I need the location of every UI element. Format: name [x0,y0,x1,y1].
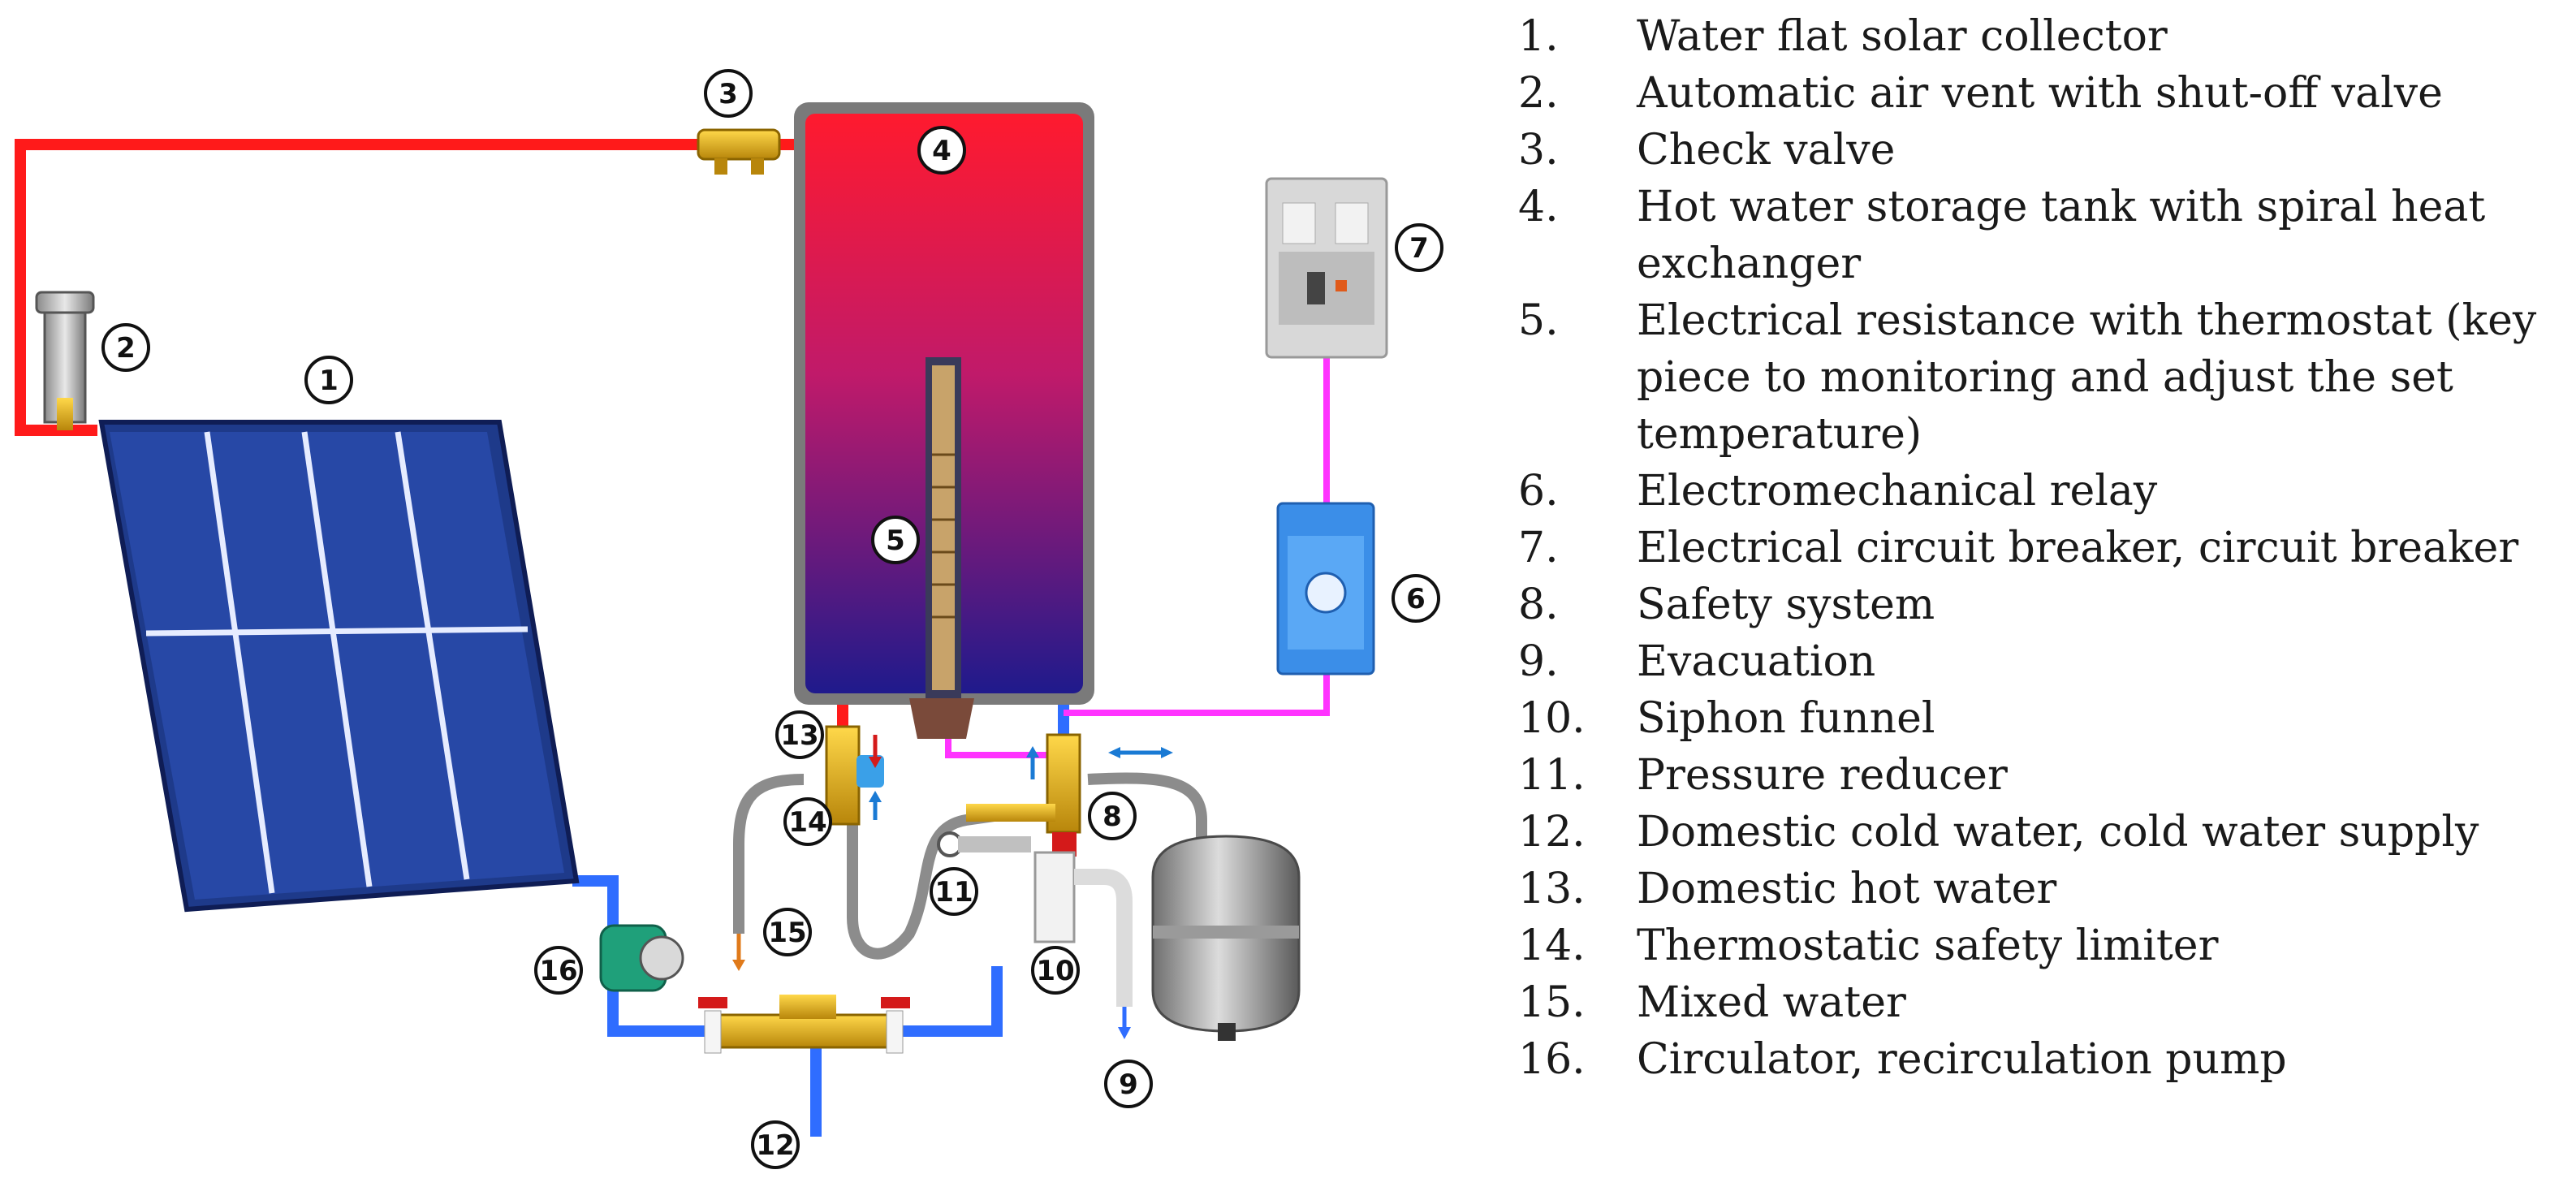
legend-text: Electrical circuit breaker, circuit brea… [1637,524,2519,572]
legend-text: Pressure reducer [1637,751,2008,800]
flow-arrows [732,735,1173,971]
legend-text: Evacuation [1637,637,1876,686]
legend-text: Thermostatic safety limiter [1637,922,2219,970]
legend-text: Electromechanical relay [1637,467,2158,516]
legend-item: 13. Domestic hot water [1518,861,2565,917]
callout-1: 1 [304,356,353,404]
callout-label: 4 [932,135,951,167]
legend-item: 9. Evacuation [1518,633,2565,690]
legend-number: 6. [1518,467,1559,516]
legend-number: 1. [1518,12,1559,61]
callout-label: 3 [718,78,738,110]
callout-6: 6 [1392,574,1440,623]
legend-item: 10. Siphon funnel [1518,690,2565,747]
legend-list: 1. Water flat solar collector 2. Automatic … [1518,8,2565,1088]
legend-number: 4. [1518,183,1559,231]
legend-item: 5. Electrical resistance with thermostat … [1518,292,2565,463]
solar-collector [98,420,580,913]
callout-label: 1 [319,365,339,397]
legend-item: 16. Circulator, recirculation pump [1518,1031,2565,1088]
legend-item: 12. Domestic cold water, cold water suppl… [1518,804,2565,861]
legend-number: 2. [1518,69,1559,118]
expansion-vessel [1151,835,1301,1041]
legend-item: 14. Thermostatic safety limiter [1518,917,2565,974]
legend-text: Electrical resistance with thermostat (k… [1637,296,2537,459]
callout-label: 13 [780,719,818,752]
legend-item: 11. Pressure reducer [1518,747,2565,804]
callout-label: 10 [1036,955,1074,987]
legend-number: 12. [1518,808,1586,857]
legend-number: 15. [1518,978,1586,1027]
legend-item: 4. Hot water storage tank with spiral hea… [1518,179,2565,292]
legend-number: 16. [1518,1035,1586,1084]
callout-label: 9 [1119,1068,1138,1101]
legend-item: 7. Electrical circuit breaker, circuit br… [1518,520,2565,576]
legend-item: 2. Automatic air vent with shut-off valve [1518,65,2565,122]
callout-5: 5 [871,516,920,564]
siphon-funnel [1033,851,1133,1039]
legend-text: Check valve [1637,126,1896,175]
relay [1276,502,1375,676]
callout-label: 12 [756,1129,794,1162]
legend-number: 11. [1518,751,1586,800]
cold-pipe [572,703,1069,1137]
legend-text: Domestic cold water, cold water supply [1637,808,2479,857]
callout-label: 16 [539,955,577,987]
electrical-resistance [909,357,974,739]
callout-4: 4 [917,126,966,175]
legend-number: 7. [1518,524,1559,572]
circuit-breaker [1265,177,1388,359]
legend-text: Mixed water [1637,978,1906,1027]
callout-label: 2 [116,332,136,365]
callout-label: 8 [1102,801,1122,833]
legend-text: Siphon funnel [1637,694,1935,743]
callout-label: 15 [768,917,806,949]
callout-11: 11 [930,867,978,916]
callout-16: 16 [534,946,583,995]
callout-9: 9 [1104,1060,1153,1108]
legend-number: 13. [1518,865,1586,913]
callout-12: 12 [751,1120,800,1169]
legend-text: Domestic hot water [1637,865,2057,913]
callout-label: 6 [1406,583,1426,615]
callout-7: 7 [1395,223,1443,272]
callout-10: 10 [1031,946,1080,995]
legend-item: 6. Electromechanical relay [1518,463,2565,520]
callout-3: 3 [704,69,753,118]
legend-number: 5. [1518,296,1559,345]
legend-text: Circulator, recirculation pump [1637,1035,2287,1084]
check-valve [697,128,781,175]
legend-text: Safety system [1637,581,1935,629]
callout-label: 11 [934,876,973,909]
callout-8: 8 [1088,792,1137,840]
legend-number: 8. [1518,581,1559,629]
callout-2: 2 [101,323,150,372]
circulator-pump [599,924,684,992]
legend-item: 8. Safety system [1518,576,2565,633]
callout-label: 7 [1409,232,1429,265]
callout-13: 13 [775,710,824,759]
legend-text: Automatic air vent with shut-off valve [1637,69,2443,118]
legend-number: 10. [1518,694,1586,743]
callout-15: 15 [763,908,812,956]
callout-label: 14 [788,806,826,839]
legend-text: Water flat solar collector [1637,12,2168,61]
callout-label: 5 [886,524,905,557]
legend-item: 1. Water flat solar collector [1518,8,2565,65]
legend-number: 3. [1518,126,1559,175]
legend-item: 3. Check valve [1518,122,2565,179]
callout-14: 14 [783,797,832,846]
mixing-assembly [825,725,1081,857]
legend-text: Hot water storage tank with spiral heat … [1637,183,2486,288]
flex-hoses [733,772,1207,960]
legend-item: 15. Mixed water [1518,974,2565,1031]
air-vent [35,291,95,430]
legend-number: 14. [1518,922,1586,970]
legend-number: 9. [1518,637,1559,686]
cold-water-valve-group [698,995,910,1054]
